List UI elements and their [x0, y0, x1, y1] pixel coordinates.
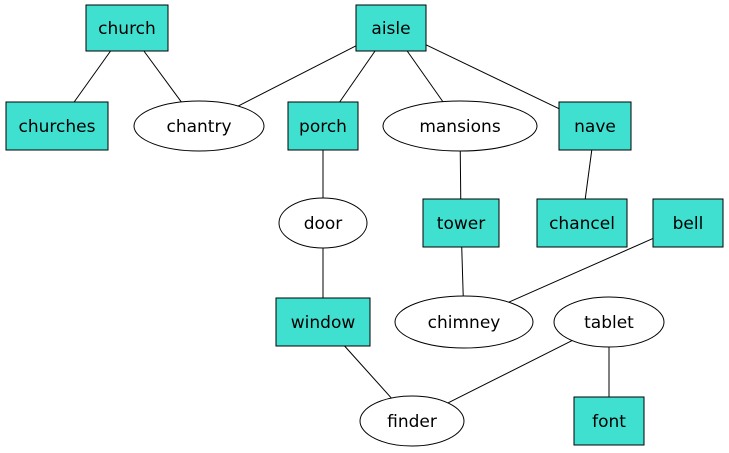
node-chancel[interactable]: chancel [536, 198, 628, 248]
edge-aisle-nave [425, 44, 560, 110]
node-ellipse [359, 395, 465, 447]
node-chantry[interactable]: chantry [133, 100, 265, 152]
node-label: door [304, 214, 343, 234]
node-ellipse [553, 296, 665, 348]
node-finder[interactable]: finder [359, 395, 465, 447]
node-box [275, 297, 371, 347]
edge-tablet-finder [447, 340, 573, 404]
node-window[interactable]: window [275, 297, 371, 347]
node-label: window [291, 313, 356, 333]
node-label: aisle [371, 19, 410, 39]
node-label: church [98, 19, 156, 39]
edge-window-finder [344, 345, 392, 399]
node-label: chancel [549, 214, 615, 234]
node-churches[interactable]: churches [5, 101, 109, 151]
node-porch[interactable]: porch [287, 101, 359, 151]
edge-church-chantry [143, 50, 182, 103]
node-box [355, 4, 427, 52]
node-box [287, 101, 359, 151]
nodes-layer: church aisle churches chantry porch mansions n… [5, 4, 724, 447]
node-ellipse [394, 295, 534, 349]
node-box [573, 396, 645, 446]
node-box [85, 4, 169, 52]
node-tablet[interactable]: tablet [553, 296, 665, 348]
edge-nave-chancel [584, 149, 593, 200]
node-label: tablet [584, 313, 634, 333]
node-font[interactable]: font [573, 396, 645, 446]
node-label: tower [437, 214, 485, 234]
edges-layer [73, 44, 654, 404]
edge-bell-chimney [508, 238, 654, 303]
node-label: font [592, 412, 626, 432]
node-aisle[interactable]: aisle [355, 4, 427, 52]
node-label: chantry [166, 117, 231, 137]
node-box [558, 101, 632, 151]
node-box [5, 101, 109, 151]
node-tower[interactable]: tower [422, 198, 500, 248]
node-label: mansions [419, 117, 501, 137]
node-chimney[interactable]: chimney [394, 295, 534, 349]
node-label: nave [574, 117, 616, 137]
node-label: chimney [428, 313, 501, 333]
node-nave[interactable]: nave [558, 101, 632, 151]
node-ellipse [382, 100, 538, 152]
node-ellipse [278, 197, 368, 249]
edge-aisle-porch [339, 50, 376, 103]
edge-tower-chimney [461, 246, 464, 297]
node-label: finder [387, 412, 437, 432]
node-box [422, 198, 500, 248]
node-box [652, 198, 724, 248]
node-label: porch [299, 117, 347, 137]
edge-aisle-mansions [406, 50, 444, 102]
edge-aisle-chantry [237, 45, 357, 107]
node-ellipse [133, 100, 265, 152]
node-mansions[interactable]: mansions [382, 100, 538, 152]
edge-church-churches [73, 50, 111, 103]
node-door[interactable]: door [278, 197, 368, 249]
node-label: bell [673, 214, 704, 234]
node-label: churches [19, 117, 96, 137]
node-church[interactable]: church [85, 4, 169, 52]
node-box [536, 198, 628, 248]
node-bell[interactable]: bell [652, 198, 724, 248]
